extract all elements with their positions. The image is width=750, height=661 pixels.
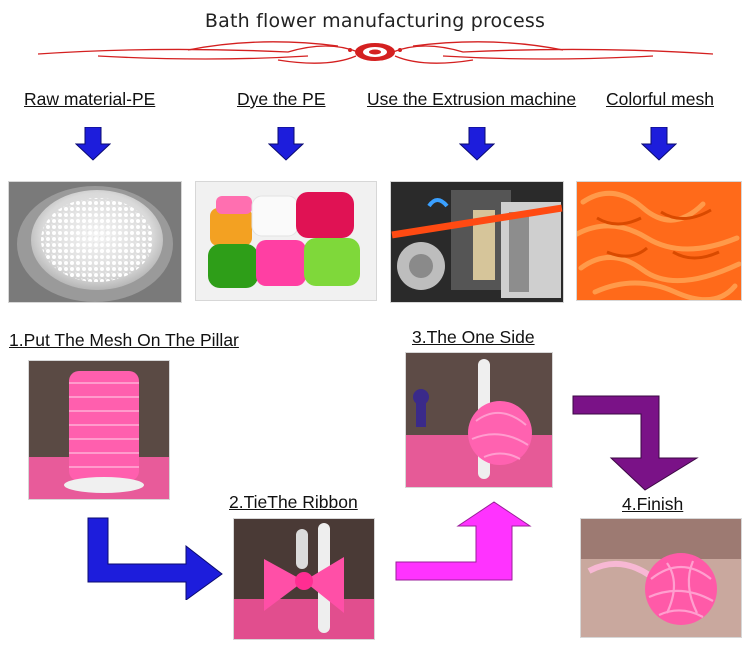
down-arrow-icon bbox=[641, 127, 677, 161]
elbow-arrow-icon bbox=[87, 517, 223, 600]
one-side-photo bbox=[405, 352, 553, 488]
mesh-on-pillar-photo bbox=[28, 360, 170, 500]
elbow-arrow-icon bbox=[395, 501, 532, 581]
page-title: Bath flower manufacturing process bbox=[204, 10, 546, 32]
elbow-arrow-icon bbox=[572, 395, 699, 491]
down-arrow-icon bbox=[268, 127, 304, 161]
finished-bath-flower-photo bbox=[580, 518, 742, 638]
step-label-finish: 4.Finish bbox=[622, 494, 684, 514]
colorful-mesh-photo bbox=[576, 181, 742, 301]
extrusion-machine-photo bbox=[390, 181, 564, 303]
dyed-pe-pellets-photo bbox=[195, 181, 377, 301]
down-arrow-icon bbox=[75, 127, 111, 161]
step-label-extrusion: Use the Extrusion machine bbox=[367, 89, 577, 109]
step-label-one-side: 3.The One Side bbox=[412, 327, 535, 347]
title-ornament bbox=[38, 41, 713, 64]
step-label-dye: Dye the PE bbox=[237, 89, 326, 109]
step-label-mesh-on-pillar: 1.Put The Mesh On The Pillar bbox=[9, 330, 239, 350]
step-label-colorful-mesh: Colorful mesh bbox=[606, 89, 714, 109]
step-label-tie-ribbon: 2.TieThe Ribbon bbox=[229, 492, 358, 512]
tie-ribbon-photo bbox=[233, 518, 375, 640]
raw-pe-pellets-photo bbox=[8, 181, 182, 303]
down-arrow-icon bbox=[459, 127, 495, 161]
step-label-raw-material: Raw material-PE bbox=[24, 89, 156, 109]
